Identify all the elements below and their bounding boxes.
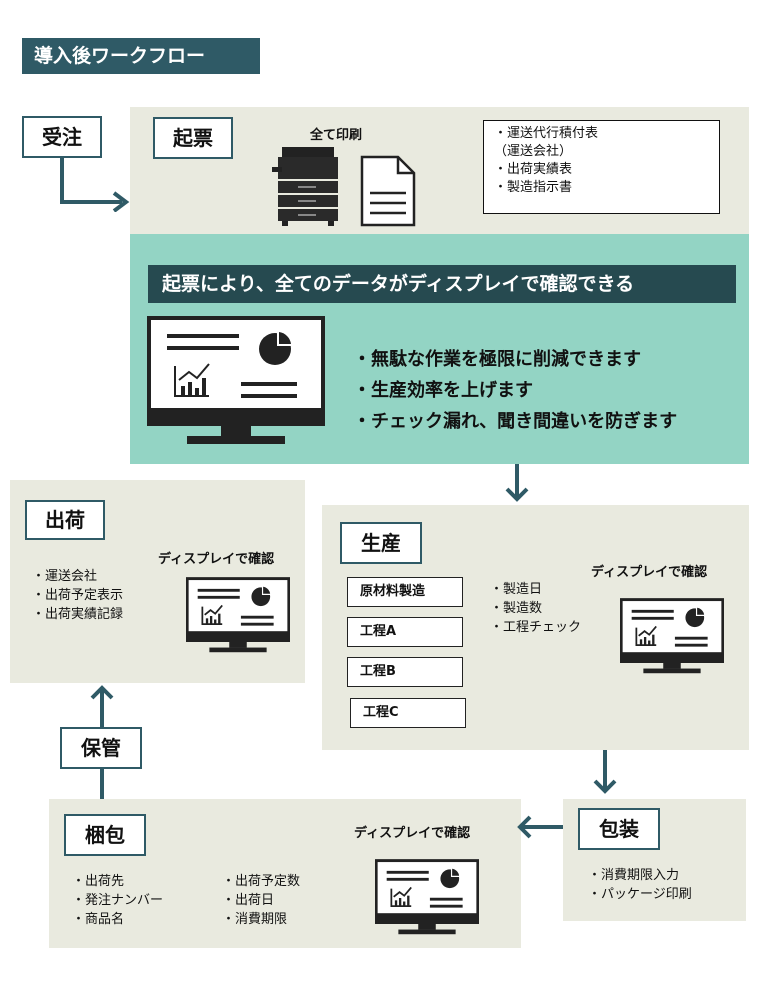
benefit-1: ・無駄な作業を極限に削減できます — [353, 349, 641, 370]
packing-monitor-icon — [375, 859, 479, 935]
page-title: 導入後ワークフロー — [22, 38, 260, 74]
production-monitor-icon — [620, 598, 724, 674]
list-item: ・消費期限入力 — [588, 868, 680, 883]
list-item: ・発注ナンバー — [72, 893, 164, 908]
wrapping-tag: 包装 — [578, 808, 660, 850]
benefit-3: ・チェック漏れ、聞き間違いを防ぎます — [353, 411, 678, 432]
arrow-up-storage — [100, 769, 104, 799]
order-tag: 受注 — [22, 116, 102, 158]
list-item: ・運送会社 — [32, 569, 98, 584]
shipping-tag: 出荷 — [25, 500, 105, 540]
list-item: ・製造数 — [490, 601, 543, 616]
packing-tag: 梱包 — [64, 814, 146, 856]
issue-docs-list: ・運送代行積付表 （運送会社） ・出荷実績表 ・製造指示書 — [483, 120, 720, 214]
production-items: ・製造日 ・製造数 ・工程チェック — [490, 580, 581, 637]
benefit-2: ・生産効率を上げます — [353, 380, 533, 401]
list-item: ・パッケージ印刷 — [588, 887, 692, 902]
production-tag: 生産 — [340, 522, 422, 564]
list-item: ・消費期限 — [222, 912, 288, 927]
packing-confirm-label: ディスプレイで確認 — [354, 826, 471, 841]
shipping-monitor-icon — [186, 577, 290, 653]
packing-items-right: ・出荷予定数 ・出荷日 ・消費期限 — [222, 872, 300, 929]
arrow-left-to-packing — [517, 815, 566, 839]
issue-tag: 起票 — [153, 117, 233, 159]
shipping-confirm-label: ディスプレイで確認 — [158, 552, 275, 567]
list-item: （運送会社） — [494, 144, 573, 159]
list-item: ・製造日 — [490, 582, 543, 597]
list-item: ・運送代行積付表 — [494, 126, 599, 141]
arrow-down-to-production — [505, 464, 529, 502]
storage-tag: 保管 — [60, 727, 142, 769]
list-item: ・出荷実績記録 — [32, 607, 124, 622]
highlight-banner: 起票により、全てのデータがディスプレイで確認できる — [148, 265, 736, 303]
document-icon — [360, 155, 416, 227]
process-raw-material: 原材料製造 — [347, 577, 463, 607]
process-c: 工程C — [350, 698, 466, 728]
list-item: ・製造指示書 — [494, 180, 573, 195]
arrow-up-to-shipping — [90, 685, 114, 727]
monitor-icon — [147, 316, 325, 444]
print-label: 全て印刷 — [310, 128, 363, 143]
shipping-items: ・運送会社 ・出荷予定表示 ・出荷実績記録 — [32, 567, 123, 624]
list-item: ・出荷予定表示 — [32, 588, 124, 603]
wrapping-items: ・消費期限入力 ・パッケージ印刷 — [588, 866, 692, 904]
list-item: ・出荷日 — [222, 893, 275, 908]
printer-icon — [272, 147, 338, 226]
packing-items-left: ・出荷先 ・発注ナンバー ・商品名 — [72, 872, 163, 929]
list-item: ・出荷予定数 — [222, 874, 301, 889]
process-b: 工程B — [347, 657, 463, 687]
arrow-order-to-issue — [60, 158, 130, 212]
arrow-down-to-wrapping — [593, 750, 617, 794]
list-item: ・商品名 — [72, 912, 125, 927]
list-item: ・工程チェック — [490, 620, 582, 635]
process-a: 工程A — [347, 617, 463, 647]
list-item: ・出荷先 — [72, 874, 125, 889]
production-confirm-label: ディスプレイで確認 — [591, 565, 708, 580]
list-item: ・出荷実績表 — [494, 162, 573, 177]
